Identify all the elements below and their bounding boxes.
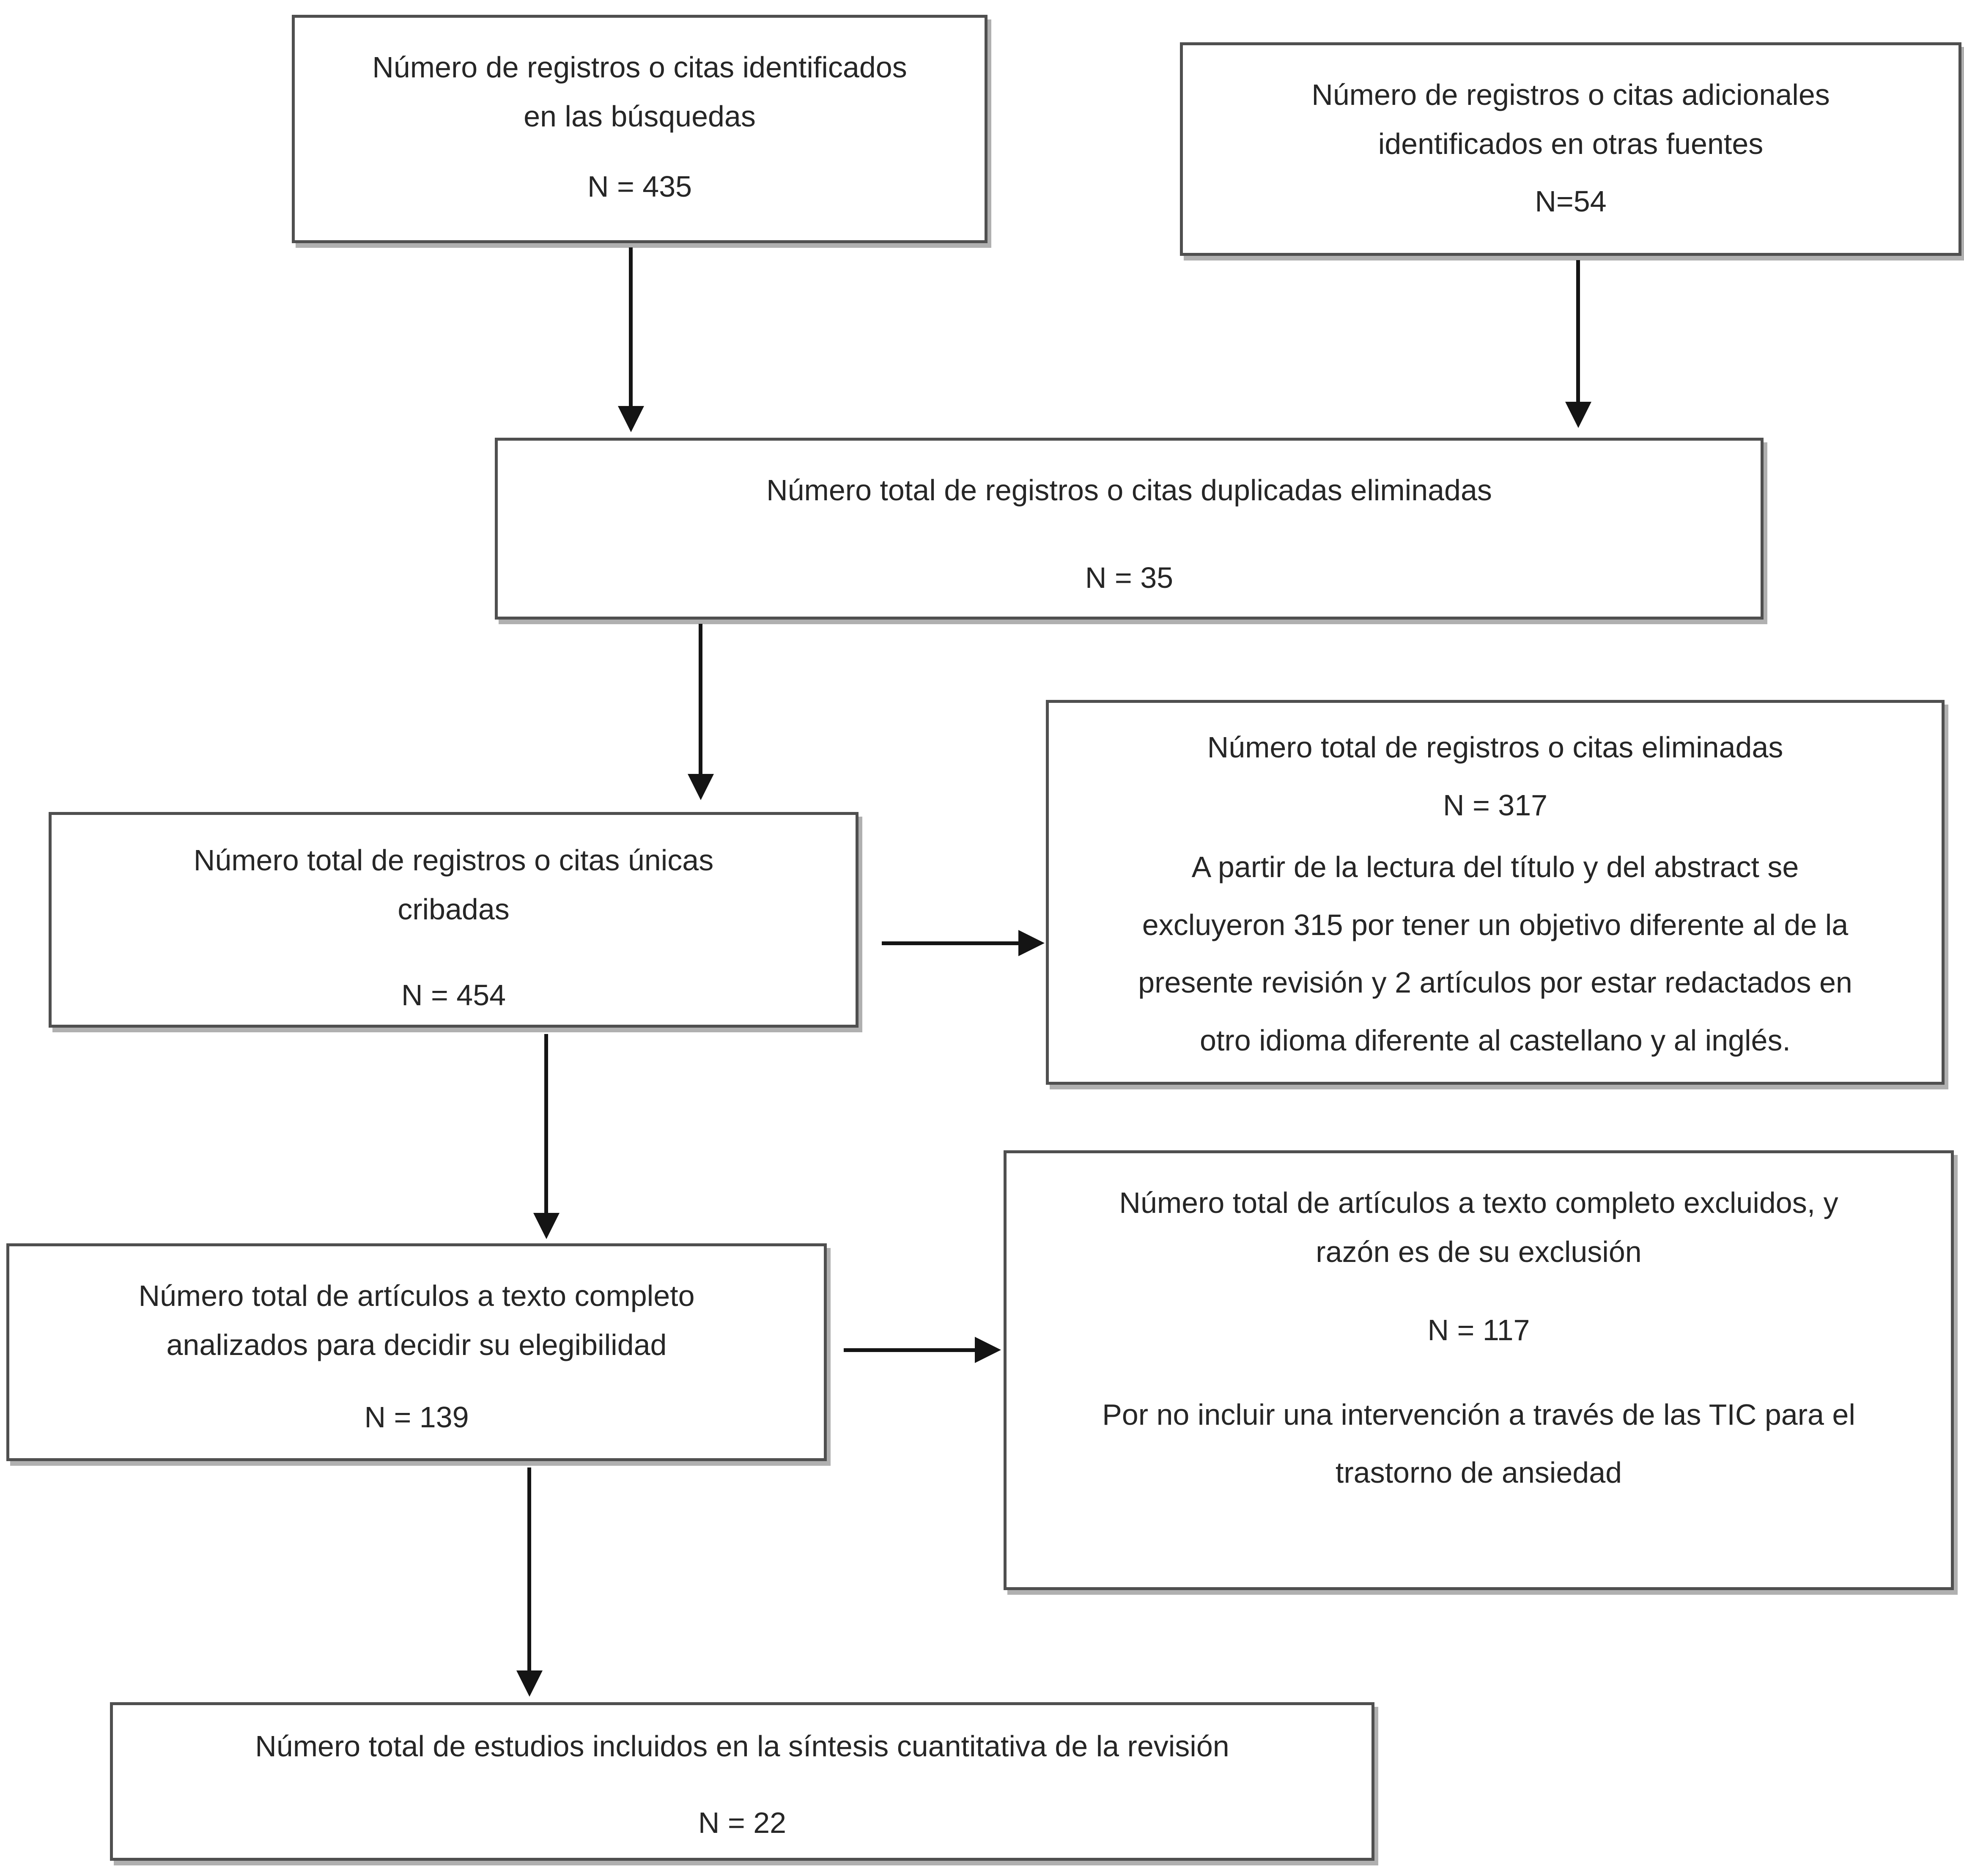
node-count: N = 317 — [1443, 788, 1548, 822]
node-fulltext-assessed: Número total de artículos a texto comple… — [6, 1243, 827, 1461]
node-title: Número de registros o citas identificado… — [372, 51, 907, 133]
arrow-right-icon — [975, 1337, 1001, 1363]
node-count: N=54 — [1535, 185, 1607, 218]
arrow-line — [629, 247, 633, 408]
node-screened: Número total de registros o citas únicas… — [49, 812, 859, 1028]
node-title: Número total de registros o citas elimin… — [1207, 731, 1783, 764]
arrow-line — [882, 941, 1021, 945]
node-title: Número total de artículos a texto comple… — [1119, 1186, 1838, 1268]
node-title: Número total de estudios incluidos en la… — [255, 1730, 1229, 1763]
node-fulltext-excluded: Número total de artículos a texto comple… — [1004, 1150, 1954, 1590]
arrow-line — [1576, 260, 1580, 404]
arrow-down-icon — [618, 406, 644, 432]
node-duplicates-removed: Número total de registros o citas duplic… — [495, 438, 1764, 620]
node-count: N = 117 — [1427, 1314, 1530, 1347]
arrow-down-icon — [533, 1213, 560, 1239]
arrow-down-icon — [1565, 402, 1591, 428]
arrow-line — [544, 1034, 548, 1216]
arrow-line — [699, 624, 702, 776]
node-note: A partir de la lectura del título y del … — [1138, 850, 1852, 1057]
node-note: Por no incluir una intervención a través… — [1102, 1398, 1855, 1489]
node-included: Número total de estudios incluidos en la… — [110, 1702, 1374, 1861]
node-count: N = 454 — [401, 979, 506, 1012]
node-count: N = 35 — [1085, 561, 1174, 594]
node-identified-searches: Número de registros o citas identificado… — [292, 15, 987, 243]
node-records-excluded: Número total de registros o citas elimin… — [1046, 700, 1945, 1085]
node-title: Número total de registros o citas únicas… — [193, 844, 714, 926]
node-count: N = 139 — [364, 1401, 469, 1434]
arrow-line — [527, 1467, 531, 1673]
arrow-down-icon — [516, 1670, 543, 1697]
node-title: Número total de registros o citas duplic… — [766, 474, 1492, 507]
node-other-sources: Número de registros o citas adicionales … — [1180, 42, 1961, 256]
node-title: Número total de artículos a texto comple… — [138, 1279, 695, 1361]
node-count: N = 22 — [698, 1806, 787, 1839]
arrow-line — [844, 1348, 978, 1352]
arrow-right-icon — [1018, 930, 1045, 956]
node-title: Número de registros o citas adicionales … — [1311, 78, 1830, 160]
arrow-down-icon — [688, 774, 714, 800]
node-count: N = 435 — [587, 170, 692, 203]
